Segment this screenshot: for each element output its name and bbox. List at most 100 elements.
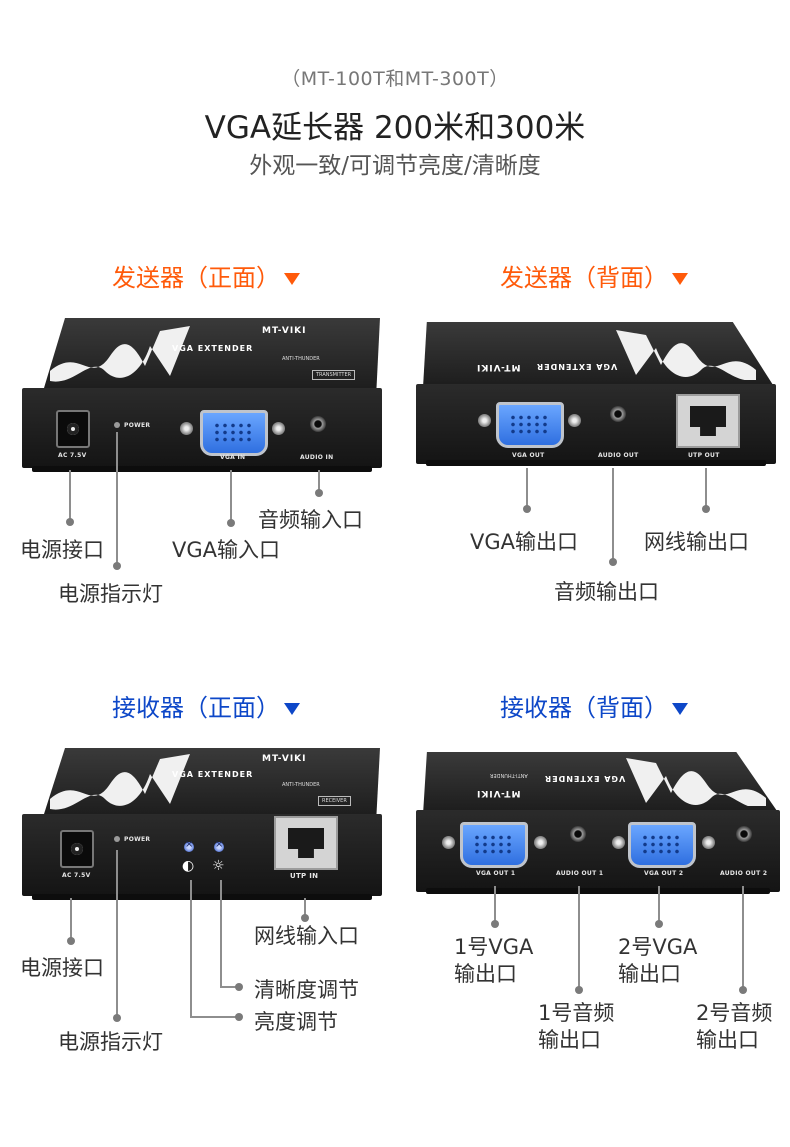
- ribbon-logo-icon: [616, 330, 756, 380]
- vga-out-2-port: [628, 822, 696, 868]
- port-label-utp-out: UTP OUT: [688, 452, 720, 459]
- section-title-text: 接收器（正面）: [112, 694, 280, 722]
- model-sub-label: ANTI-THUNDER: [490, 772, 528, 778]
- label-line: 输出口: [618, 962, 681, 986]
- model-label: VGA EXTENDER: [172, 344, 254, 353]
- vga-screw-right: [534, 836, 547, 849]
- port-label-vga-out-2: VGA OUT 2: [644, 870, 684, 877]
- label-vga-out-2: 2号VGA 输出口: [618, 934, 697, 988]
- vga-screw-left: [612, 836, 625, 849]
- port-label-power: POWER: [124, 422, 151, 429]
- clarity-knob[interactable]: [214, 839, 224, 852]
- port-label-audio-in: AUDIO IN: [300, 454, 334, 461]
- leader-dot: [113, 1014, 121, 1022]
- label-audio-out-2: 2号音频 输出口: [696, 1000, 772, 1054]
- port-label-vga-out: VGA OUT: [512, 452, 545, 459]
- receiver-back-device: MT-VIKI VGA EXTENDER ANTI-THUNDER VGA OU…: [416, 752, 780, 896]
- device-foot: [426, 460, 766, 466]
- label-clarity: 清晰度调节: [254, 978, 359, 1002]
- section-title-text: 接收器（背面）: [500, 694, 668, 722]
- leader-dot: [491, 920, 499, 928]
- vga-screw-right: [272, 422, 285, 435]
- ribbon-logo-icon: [626, 758, 766, 806]
- label-line: 输出口: [454, 962, 517, 986]
- port-label-vga-out-1: VGA OUT 1: [476, 870, 516, 877]
- audio-out-2-jack: [736, 826, 752, 842]
- leader-line: [742, 886, 744, 990]
- leader-line: [705, 468, 707, 508]
- port-label-vga-in: VGA IN: [220, 454, 246, 461]
- label-vga-out: VGA输出口: [470, 530, 579, 554]
- leader-dot: [66, 518, 74, 526]
- leader-line: [220, 986, 238, 988]
- label-vga-in: VGA输入口: [172, 538, 281, 562]
- label-power-port: 电源接口: [20, 956, 104, 980]
- brightness-knob[interactable]: [184, 839, 194, 852]
- section-title-tx-back: 发送器（背面）: [500, 258, 688, 293]
- label-power-led: 电源指示灯: [58, 1030, 163, 1054]
- port-label-utp-in: UTP IN: [290, 872, 319, 880]
- leader-dot: [235, 1013, 243, 1021]
- label-power-port: 电源接口: [20, 538, 104, 562]
- label-line: 输出口: [696, 1028, 759, 1052]
- sun-icon: ☼: [212, 858, 225, 874]
- leader-dot: [235, 983, 243, 991]
- label-audio-out: 音频输出口: [554, 580, 659, 604]
- feature-tagline: 外观一致/可调节亮度/清晰度: [249, 153, 541, 179]
- label-net-in: 网线输入口: [254, 924, 359, 948]
- device-top-cover: [423, 752, 777, 810]
- audio-out-1-jack: [570, 826, 586, 842]
- vga-screw-left: [180, 422, 193, 435]
- leader-line: [220, 880, 222, 988]
- leader-line: [304, 898, 306, 918]
- triangle-down-icon: [284, 703, 300, 715]
- model-subtitle: （MT-100T和MT-300T）: [281, 68, 509, 90]
- section-title-text: 发送器（背面）: [500, 264, 668, 292]
- section-title-rx-back: 接收器（背面）: [500, 688, 688, 723]
- port-label-audio-out-2: AUDIO OUT 2: [720, 870, 768, 877]
- label-line: 2号音频: [696, 1001, 773, 1025]
- transmitter-back-device: MT-VIKI VGA EXTENDER VGA OUT AUDIO OUT U…: [416, 322, 776, 468]
- leader-line: [190, 1016, 238, 1018]
- audio-in-jack: [310, 416, 326, 432]
- model-label: VGA EXTENDER: [172, 770, 254, 779]
- brightness-icon: ◐: [182, 858, 195, 874]
- ribbon-logo-icon: [50, 754, 190, 810]
- triangle-down-icon: [672, 273, 688, 285]
- label-line: 1号音频: [538, 1001, 615, 1025]
- triangle-down-icon: [284, 273, 300, 285]
- brand-label: MT-VIKI: [476, 788, 521, 798]
- leader-line: [70, 898, 72, 940]
- label-net-out: 网线输出口: [644, 530, 749, 554]
- model-label: VGA EXTENDER: [536, 362, 618, 371]
- port-label-audio-out: AUDIO OUT: [598, 452, 639, 459]
- page-title: VGA延长器 200米和300米: [204, 110, 586, 146]
- vga-screw-left: [442, 836, 455, 849]
- utp-in-port: [274, 816, 338, 870]
- dc-power-jack: [60, 830, 94, 868]
- leader-line: [494, 886, 496, 924]
- leader-dot: [702, 505, 710, 513]
- label-line: 输出口: [538, 1028, 601, 1052]
- leader-line: [526, 468, 528, 508]
- leader-line: [69, 470, 71, 520]
- vga-out-1-port: [460, 822, 528, 868]
- leader-line: [116, 850, 118, 1018]
- port-label-power: POWER: [124, 836, 151, 843]
- leader-line: [190, 880, 192, 1018]
- label-audio-in: 音频输入口: [258, 508, 363, 532]
- device-foot: [32, 466, 372, 472]
- device-top-cover: [44, 748, 380, 814]
- vga-screw-right: [702, 836, 715, 849]
- power-led: [114, 836, 120, 842]
- vga-screw-right: [568, 414, 581, 427]
- label-line: 1号VGA: [454, 935, 534, 959]
- leader-dot: [113, 562, 121, 570]
- leader-dot: [67, 937, 75, 945]
- brand-label: MT-VIKI: [262, 326, 307, 336]
- vga-out-port: [496, 402, 564, 448]
- label-brightness: 亮度调节: [254, 1010, 338, 1034]
- receiver-badge: RECEIVER: [318, 796, 351, 806]
- brand-label: MT-VIKI: [476, 362, 521, 372]
- port-label-audio-out-1: AUDIO OUT 1: [556, 870, 604, 877]
